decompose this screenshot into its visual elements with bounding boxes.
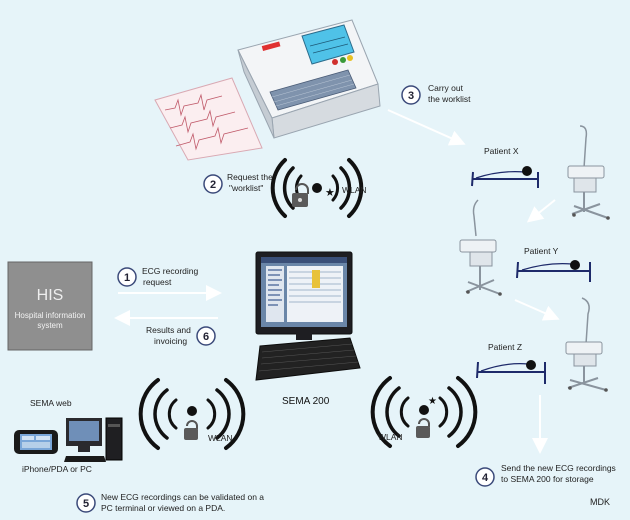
ecg-cart-icon: [565, 297, 608, 392]
arrow-y-to-z: [514, 299, 560, 321]
step-1-line2: request: [143, 277, 172, 287]
step-6: 6 Results and invoicing: [146, 325, 216, 346]
step-1-line1: ECG recording: [142, 266, 198, 276]
ecg-machine-icon: [154, 19, 381, 161]
keyboard-icon: [255, 337, 361, 381]
his-subtitle-2: system: [37, 321, 63, 330]
patient-z-label: Patient Z: [488, 342, 522, 352]
patient-x-label: Patient X: [484, 146, 519, 156]
step-5-line1: New ECG recordings can be validated on a: [101, 492, 264, 502]
step-3-number: 3: [408, 90, 414, 102]
star-icon: ★: [428, 396, 437, 407]
step-1: 1 ECG recording request: [117, 266, 198, 287]
step-4-number: 4: [482, 472, 489, 484]
wireless-signal-icon: [370, 376, 478, 448]
bed-icon: Patient Z: [476, 342, 546, 384]
sema-web-devices: iPhone/PDA or PC: [22, 464, 92, 474]
wlan-label-right: WLAN: [378, 432, 403, 442]
his-box: HIS Hospital information system: [7, 261, 93, 351]
step-5: 5 New ECG recordings can be validated on…: [76, 492, 264, 513]
step-4-line2: to SEMA 200 for storage: [501, 474, 594, 484]
wlan-label-left: WLAN: [208, 433, 233, 443]
bed-icon: Patient X: [471, 146, 539, 188]
pc-tower-icon: [64, 417, 123, 462]
padlock-icon: [416, 418, 430, 438]
his-subtitle-1: Hospital information: [15, 311, 86, 320]
ecg-cart-icon: [459, 199, 502, 296]
ecg-cart-icon: [567, 125, 610, 220]
step-6-line2: invoicing: [154, 336, 187, 346]
patient-y-label: Patient Y: [524, 246, 559, 256]
credit-label: MDK: [590, 497, 610, 507]
step-6-line1: Results and: [146, 325, 191, 335]
bed-icon: Patient Y: [516, 246, 591, 282]
step-5-number: 5: [83, 498, 89, 510]
arrow-x-to-y: [526, 199, 556, 223]
step-2-line1: Request the: [227, 172, 273, 182]
step-3-line1: Carry out: [428, 83, 464, 93]
sema-web-title: SEMA web: [30, 398, 72, 408]
step-4-line1: Send the new ECG recordings: [501, 463, 616, 473]
server-label: SEMA 200: [282, 396, 330, 407]
step-3-line2: the worklist: [428, 94, 471, 104]
star-icon: ★: [325, 187, 335, 199]
step-1-number: 1: [124, 272, 130, 284]
step-3: 3 Carry out the worklist: [401, 83, 471, 105]
step-4: 4 Send the new ECG recordings to SEMA 20…: [475, 463, 616, 487]
phone-icon: [14, 430, 58, 454]
step-2: 2 Request the "worklist": [203, 172, 273, 194]
padlock-icon: [184, 420, 198, 440]
monitor-icon: [255, 251, 353, 340]
step-2-line2: "worklist": [229, 183, 263, 193]
step-5-line2: PC terminal or viewed on a PDA.: [101, 503, 225, 513]
step-6-number: 6: [203, 331, 209, 343]
wireless-signal-icon: [138, 378, 246, 450]
wlan-label-top: WLAN: [342, 185, 367, 195]
his-title: HIS: [37, 287, 64, 304]
padlock-icon: [292, 183, 309, 207]
arrow-to-patients: [387, 109, 466, 146]
step-2-number: 2: [210, 179, 216, 191]
